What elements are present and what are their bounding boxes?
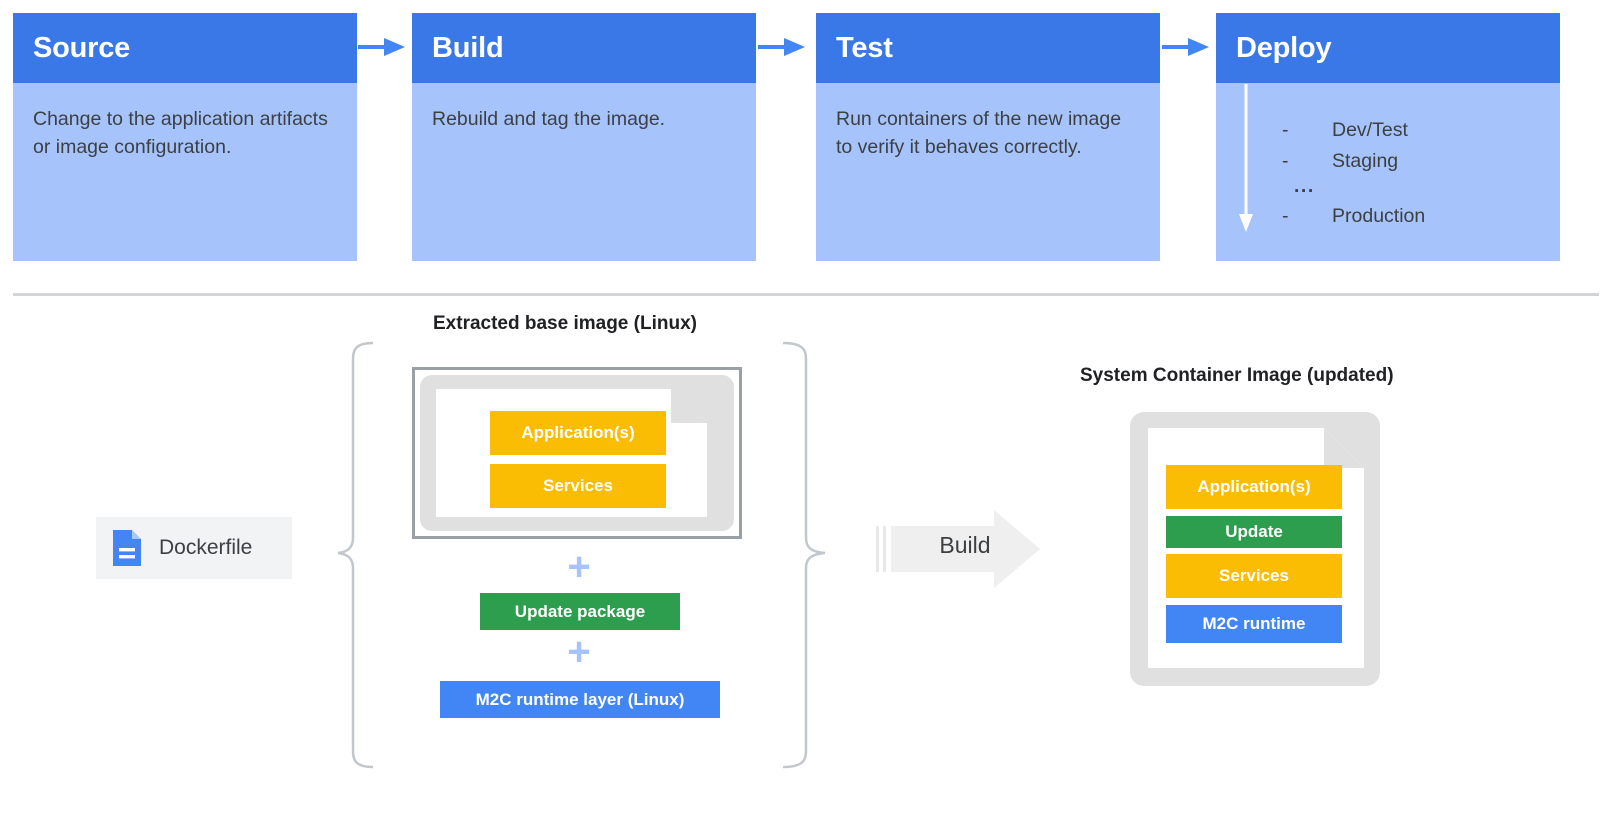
pipeline-stage-build: Build Rebuild and tag the image. bbox=[412, 13, 756, 261]
stage-header-test: Test bbox=[816, 13, 1160, 83]
stage-header-source: Source bbox=[13, 13, 357, 83]
pipeline-stage-test: Test Run containers of the new image to … bbox=[816, 13, 1160, 261]
pipeline-stage-source: Source Change to the application artifac… bbox=[13, 13, 357, 261]
arrow-down-icon bbox=[1239, 84, 1253, 232]
list-bullet: - bbox=[1282, 119, 1289, 141]
layer-box: Application(s) bbox=[490, 411, 666, 455]
arrow-right-icon bbox=[758, 38, 805, 56]
extracted-base-image-frame bbox=[412, 367, 742, 539]
list-item: - Production bbox=[1236, 205, 1540, 236]
plus-icon: + bbox=[567, 545, 591, 589]
layer-label: Application(s) bbox=[521, 423, 635, 442]
block-arrow-right-icon bbox=[876, 510, 1040, 588]
layer-box: Services bbox=[1166, 554, 1342, 598]
stage-body-test: Run containers of the new image to verif… bbox=[816, 83, 1160, 261]
section-divider bbox=[13, 293, 1599, 296]
layer-label: M2C runtime bbox=[1202, 614, 1306, 633]
layer-label: Update package bbox=[514, 601, 646, 621]
brace-left-icon bbox=[337, 341, 374, 769]
brace-right-icon bbox=[782, 341, 826, 769]
stage-header-build: Build bbox=[412, 13, 756, 83]
document-icon bbox=[113, 530, 141, 566]
layer-box: Services bbox=[490, 464, 666, 508]
stage-description-test: Run containers of the new image to verif… bbox=[836, 108, 1122, 158]
layer-box: M2C runtime layer (Linux) bbox=[440, 681, 720, 718]
system-container-image-document-icon bbox=[1130, 412, 1380, 686]
stage-body-source: Change to the application artifacts or i… bbox=[13, 83, 357, 261]
label-system-container-image: System Container Image (updated) bbox=[1080, 365, 1394, 386]
stage-description-build: Rebuild and tag the image. bbox=[432, 108, 666, 130]
deploy-environment-list: - Dev/Test - Staging ... - Production bbox=[1236, 105, 1540, 236]
stage-body-deploy: - Dev/Test - Staging ... - Production bbox=[1216, 83, 1560, 261]
arrow-right-icon bbox=[358, 38, 405, 56]
layer-label: Services bbox=[1219, 566, 1289, 585]
arrow-right-icon bbox=[1162, 38, 1209, 56]
layer-box: Update bbox=[1166, 516, 1342, 548]
list-item: - Staging bbox=[1236, 150, 1540, 181]
plus-icon: + bbox=[567, 630, 591, 674]
list-bullet: - bbox=[1282, 150, 1289, 172]
label-extracted-base-image: Extracted base image (Linux) bbox=[433, 313, 697, 334]
list-item-label: Staging bbox=[1332, 150, 1399, 172]
layer-label: M2C runtime layer (Linux) bbox=[475, 689, 685, 709]
stage-title-source: Source bbox=[33, 31, 131, 64]
layer-label: Update bbox=[1225, 522, 1283, 541]
stage-body-build: Rebuild and tag the image. bbox=[412, 83, 756, 261]
stage-description-source: Change to the application artifacts or i… bbox=[33, 108, 328, 158]
list-ellipsis: ... bbox=[1294, 175, 1315, 197]
stage-title-build: Build bbox=[432, 31, 504, 64]
list-item: - Dev/Test bbox=[1236, 119, 1540, 150]
layer-label: Services bbox=[543, 476, 613, 495]
build-arrow-label: Build bbox=[939, 532, 991, 558]
stage-header-deploy: Deploy bbox=[1216, 13, 1560, 83]
list-bullet: - bbox=[1282, 205, 1289, 227]
list-item-label: Production bbox=[1332, 205, 1426, 227]
pipeline-stage-deploy: Deploy - Dev/Test - Staging ... - Produc… bbox=[1216, 13, 1560, 261]
layer-box: Update package bbox=[480, 593, 680, 630]
stage-title-test: Test bbox=[836, 31, 893, 64]
dockerfile-label: Dockerfile bbox=[159, 536, 253, 559]
stage-title-deploy: Deploy bbox=[1236, 31, 1332, 64]
layer-box: Application(s) bbox=[1166, 465, 1342, 509]
list-item-label: Dev/Test bbox=[1332, 119, 1408, 141]
layer-label: Application(s) bbox=[1197, 477, 1311, 496]
dockerfile-chip[interactable]: Dockerfile bbox=[96, 517, 292, 579]
layer-box: M2C runtime bbox=[1166, 605, 1342, 643]
